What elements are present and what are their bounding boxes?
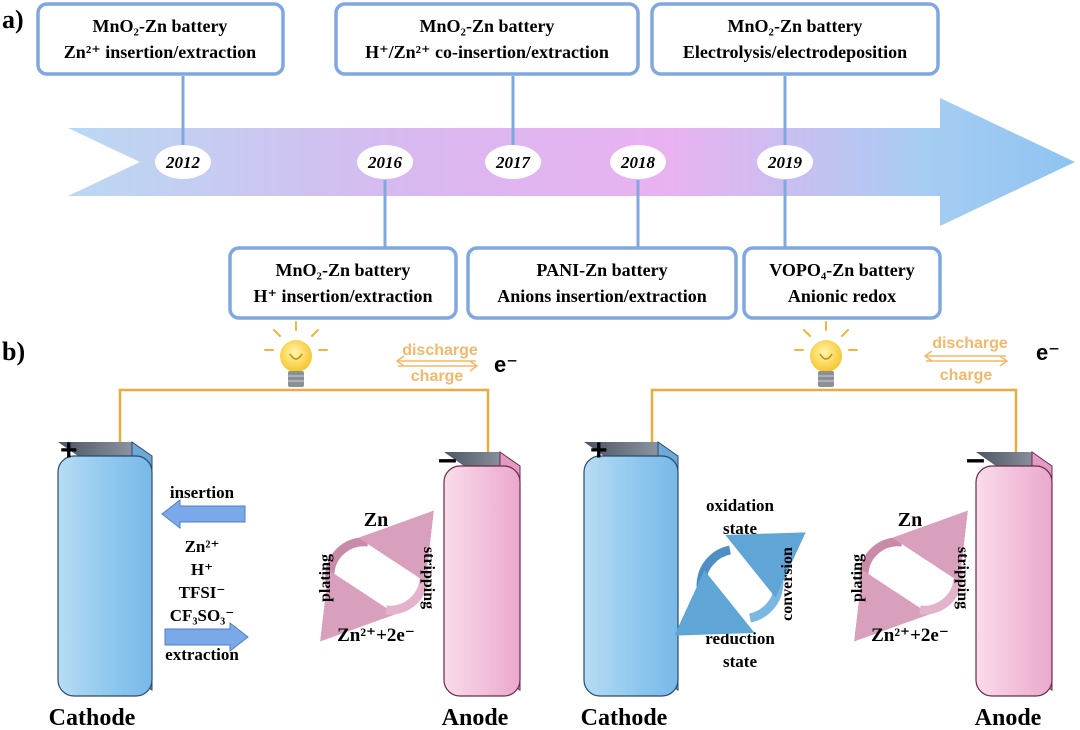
event-title: MnO₂-Zn battery [276, 260, 411, 280]
plating-stripping-cycle [853, 510, 969, 642]
connectors [181, 76, 787, 248]
anode-electrode [443, 451, 521, 697]
event-box-2019-top [650, 2, 940, 76]
zn-ion-equation: Zn²⁺+2e⁻ [337, 625, 415, 646]
plating-stripping-cycle [319, 510, 435, 642]
circuit-wire [118, 388, 490, 455]
event-box-2012 [36, 2, 285, 76]
event-mechanism: Anionic redox [788, 286, 896, 306]
electron-label: e⁻ [494, 352, 518, 377]
event-mechanism: H⁺ insertion/extraction [254, 286, 433, 306]
direction-arrows-icon [923, 350, 1009, 367]
cathode-label: Cathode [581, 705, 668, 730]
timeline-arrow [68, 98, 1075, 226]
zn-ion-equation: Zn²⁺+2e⁻ [871, 625, 949, 646]
circuit-wire [650, 388, 1018, 455]
event-title: MnO₂-Zn battery [93, 16, 228, 36]
electron-label: e⁻ [1036, 340, 1060, 365]
reduction-label: reduction [705, 629, 775, 648]
anode-label: Anode [975, 705, 1042, 730]
cathode-label: Cathode [49, 705, 136, 730]
cathode-electrode [583, 441, 679, 697]
minus-sign: – [438, 440, 457, 478]
event-box-2017 [334, 2, 640, 76]
redox-cycle [674, 532, 806, 636]
cathode-electrode [57, 441, 153, 697]
year-2012: 2012 [165, 153, 201, 172]
light-bulb-icon [264, 321, 328, 387]
zn-label: Zn [364, 509, 388, 531]
anode-label: Anode [442, 705, 509, 730]
extraction-arrow [164, 621, 249, 653]
light-bulb-icon [794, 321, 858, 387]
extraction-label: extraction [165, 645, 239, 664]
discharge-label: discharge [402, 342, 478, 359]
ion-cf3so3: CF₃SO₃⁻ [170, 606, 235, 625]
panel-b-label: b) [2, 337, 25, 366]
event-mechanism: H⁺/Zn²⁺ co-insertion/extraction [365, 42, 609, 62]
minus-sign: – [966, 440, 985, 478]
ion-h: H⁺ [191, 560, 213, 579]
stripping-label: stripping [420, 547, 437, 609]
year-markers [155, 145, 813, 179]
charge-label: charge [940, 367, 993, 384]
ion-zn: Zn²⁺ [185, 537, 220, 556]
event-mechanism: Zn²⁺ insertion/extraction [64, 42, 256, 62]
event-box-2018 [466, 246, 738, 320]
event-title: VOPO₄-Zn battery [769, 260, 915, 280]
event-title: MnO₂-Zn battery [420, 16, 555, 36]
plus-sign: + [590, 434, 608, 467]
year-2017: 2017 [495, 153, 532, 172]
oxidation-label: oxidation [706, 496, 775, 515]
plating-label: plating [849, 554, 866, 602]
ion-tfsi: TFSI⁻ [179, 583, 226, 602]
insertion-label: insertion [170, 483, 235, 502]
zn-label: Zn [898, 509, 922, 531]
oxidation-state-label: state [723, 519, 757, 538]
year-2019: 2019 [767, 153, 803, 172]
year-2018: 2018 [620, 153, 656, 172]
stripping-label: stripping [954, 547, 971, 609]
plus-sign: + [60, 434, 78, 467]
event-box-2016 [228, 246, 458, 320]
conversion-label: conversion [779, 547, 796, 621]
panel-a-label: a) [2, 5, 24, 34]
event-title: PANI-Zn battery [536, 260, 667, 280]
discharge-label: discharge [932, 335, 1008, 352]
insertion-arrow [161, 498, 246, 530]
plating-label: plating [317, 554, 334, 602]
event-box-2019-bottom [742, 246, 942, 320]
year-2016: 2016 [367, 153, 403, 172]
event-title: MnO₂-Zn battery [728, 16, 863, 36]
charge-label: charge [411, 368, 464, 385]
event-mechanism: Anions insertion/extraction [497, 286, 707, 306]
event-mechanism: Electrolysis/electrodeposition [683, 42, 907, 62]
reduction-state-label: state [723, 652, 757, 671]
direction-arrows-icon [395, 355, 479, 372]
anode-electrode [975, 451, 1053, 697]
